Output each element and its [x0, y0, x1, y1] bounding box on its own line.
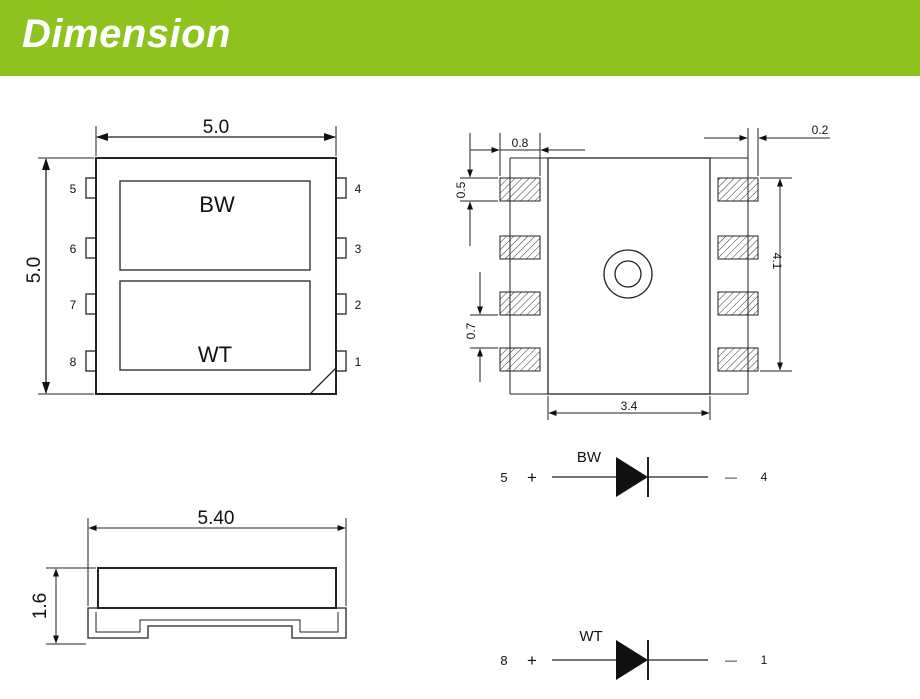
pad-span-label: 4.1 — [770, 253, 784, 270]
pin-label-3: 3 — [355, 242, 362, 256]
polarity-ring-outer — [603, 249, 653, 299]
top-view-body — [95, 157, 337, 395]
polarity-ring-inner — [614, 260, 642, 288]
die-lower-label: WT — [198, 342, 232, 367]
bw-cathode-pin: 4 — [761, 470, 768, 484]
top-width-label: 5.0 — [203, 117, 229, 138]
side-width-label: 5.40 — [198, 508, 235, 529]
wt-minus-sign: — — [725, 653, 737, 667]
pad-left-3 — [499, 291, 541, 316]
pin-6-lead — [85, 237, 97, 259]
pad-pitch-label: 0.7 — [464, 322, 478, 339]
pin-label-5: 5 — [70, 182, 77, 196]
pin-label-1: 1 — [355, 355, 362, 369]
bw-anode-pin: 5 — [500, 470, 507, 485]
die-upper — [119, 180, 311, 271]
pin-2-lead — [335, 293, 347, 315]
pad-right-4 — [717, 347, 759, 372]
bw-diode-triangle — [616, 457, 648, 497]
pin-8-lead — [85, 350, 97, 372]
pin-5-lead — [85, 177, 97, 199]
pin-4-lead — [335, 177, 347, 199]
pin-label-8: 8 — [70, 355, 77, 369]
side-view-lead-inner — [95, 612, 339, 633]
pad-left-1 — [499, 177, 541, 202]
circuit-bw: 5 + BW — 4 — [500, 449, 768, 497]
side-view-body — [97, 567, 337, 609]
wt-diode-triangle — [616, 640, 648, 680]
pad-right-3 — [717, 291, 759, 316]
pad-left-2 — [499, 235, 541, 260]
circuit-wt: 8 + WT — 1 — [500, 628, 768, 680]
pin-label-6: 6 — [70, 242, 77, 256]
top-view: BW WT 5 6 7 8 4 3 2 1 5.0 5.0 — [24, 117, 362, 395]
pin-7-lead — [85, 293, 97, 315]
header-banner: Dimension — [0, 0, 920, 76]
side-view: 5.40 1.6 — [30, 508, 347, 645]
pin-3-lead — [335, 237, 347, 259]
pad-width-label: 0.8 — [512, 136, 529, 150]
pad-right-1 — [717, 177, 759, 202]
pad-right-2 — [717, 235, 759, 260]
wt-plus-sign: + — [527, 651, 537, 670]
dimension-drawing: BW WT 5 6 7 8 4 3 2 1 5.0 5.0 — [24, 117, 830, 680]
bw-plus-sign: + — [527, 468, 537, 487]
pad-left-4 — [499, 347, 541, 372]
side-view-lead-frame — [87, 607, 347, 639]
top-height-label: 5.0 — [24, 257, 45, 283]
body-width-label: 3.4 — [621, 399, 638, 413]
bottom-view: 0.8 0.2 0.5 0.7 4.1 3.4 — [454, 123, 830, 420]
die-lower — [119, 280, 311, 371]
pin-label-2: 2 — [355, 298, 362, 312]
wt-anode-pin: 8 — [500, 653, 507, 668]
pin-label-4: 4 — [355, 182, 362, 196]
pad-height-label: 0.5 — [454, 181, 468, 198]
die-upper-label: BW — [199, 192, 235, 217]
page-title: Dimension — [22, 12, 231, 56]
pin-label-7: 7 — [70, 298, 77, 312]
bw-symbol-label: BW — [577, 449, 602, 466]
wt-symbol-label: WT — [579, 628, 602, 645]
side-height-label: 1.6 — [30, 593, 51, 619]
bw-minus-sign: — — [725, 470, 737, 484]
wt-cathode-pin: 1 — [761, 653, 768, 667]
bottom-view-body — [547, 157, 711, 395]
pad-gap-label: 0.2 — [812, 123, 829, 137]
top-view-bevel-edge — [309, 367, 337, 395]
pin-1-lead — [335, 350, 347, 372]
